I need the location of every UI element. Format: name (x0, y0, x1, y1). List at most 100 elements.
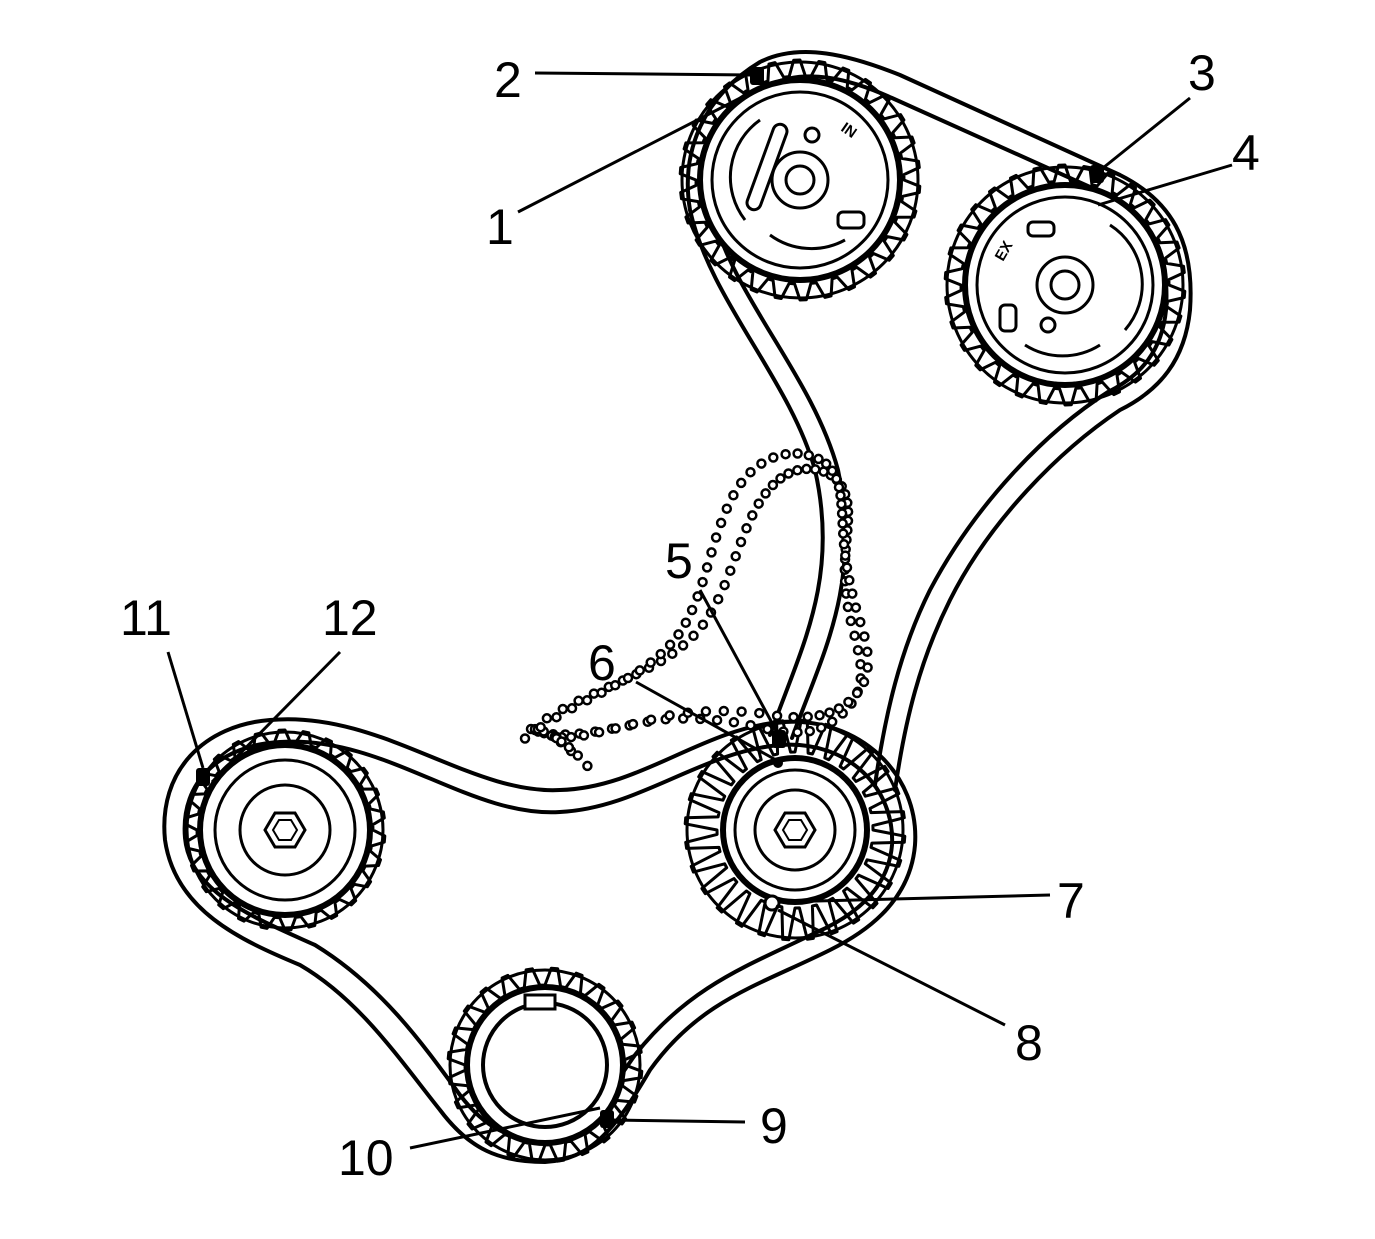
chain-link-pin (849, 630, 860, 641)
chain-link-pin (852, 644, 864, 656)
chain-link-pin (837, 518, 848, 529)
chain-link-pin (824, 707, 835, 718)
chain-link-pin (721, 503, 733, 514)
chain-link-pin (850, 602, 862, 613)
chain-link-pin (572, 750, 584, 761)
chain-link-pin (815, 722, 827, 733)
chain-link-pin (673, 629, 684, 640)
chain-link-pin (804, 725, 816, 737)
callout-2: 2 (494, 52, 522, 108)
chain-link-pin (715, 517, 727, 529)
chain-link-pin (858, 676, 870, 688)
chain-link-pin (582, 760, 593, 772)
leader-8 (777, 908, 1006, 1027)
chain-link-pin (792, 448, 803, 459)
leader-2 (534, 71, 753, 77)
chain-link-pin (833, 481, 845, 493)
leader-5 (698, 589, 780, 735)
leader-10 (409, 1106, 601, 1150)
chain-link-pin (680, 617, 692, 628)
chain-link-pin (645, 714, 657, 725)
chain-link-pin (826, 465, 838, 477)
primary-chain-inner (182, 739, 895, 1142)
chain-link-pin (762, 723, 773, 735)
chain-link-pin (573, 695, 584, 707)
chain-link-pin (768, 452, 779, 463)
chain-link-pin (610, 723, 621, 734)
chain-link-pin (813, 453, 824, 465)
callout-10: 10 (338, 1130, 394, 1186)
chain-link-pin (836, 498, 847, 510)
chain-link-pin (655, 648, 666, 660)
chain-link-pin (697, 619, 709, 630)
chain-link-pin (667, 648, 678, 659)
exhaust-sprocket-teeth (943, 163, 1187, 407)
chain-link-pin (725, 565, 736, 576)
chain-link-pin (677, 640, 689, 651)
chain-link-pin (712, 593, 724, 605)
chain-link-pin (767, 479, 779, 491)
chain-link-pin (622, 672, 634, 684)
chain-link-pin (736, 706, 747, 717)
balance-sprocket-teeth (183, 728, 387, 932)
chain-link-pin (728, 490, 739, 501)
timing-mark-11 (196, 768, 210, 786)
chain-link-pin (788, 711, 799, 723)
leader-9 (611, 1118, 746, 1124)
chain-link-pin (701, 562, 713, 573)
chain-link-pin (596, 687, 607, 698)
chain-link-pin (760, 488, 771, 499)
chain-link-pin (845, 615, 857, 627)
crankshaft-sprocket (448, 968, 642, 1162)
callout-5: 5 (665, 533, 693, 589)
chain-link-pin (775, 473, 786, 484)
chain-link-pin (859, 631, 870, 642)
chain-link-pin (688, 630, 699, 642)
leader-3 (1097, 96, 1191, 174)
primary-chain-outer (162, 717, 918, 1164)
chain-link-pin (593, 727, 605, 738)
chain-links-and-teeth (183, 58, 1187, 1164)
chain-link-pin (780, 448, 791, 460)
callout-8: 8 (1015, 1015, 1043, 1071)
chain-link-pin (735, 477, 747, 489)
chain-link-pin (847, 588, 858, 599)
chain-link-pin (747, 510, 758, 521)
callout-labels: 1 2 3 4 5 6 7 8 9 10 11 12 (120, 45, 1260, 1186)
chain-link-pin (535, 721, 546, 733)
leader-6 (635, 680, 777, 762)
chain-link-pin (711, 714, 723, 726)
chain-link-pin (566, 703, 578, 714)
chain-link-pin (664, 639, 676, 651)
chain-link-pin (634, 665, 646, 676)
chain-link-pin (710, 532, 722, 543)
chain-link-pin (753, 498, 764, 509)
chain-link-pin (862, 662, 873, 673)
chain-link-pin (645, 657, 656, 668)
chain-link-pin (831, 473, 842, 485)
chain-link-pin (851, 687, 863, 699)
chain-link-pin (730, 551, 741, 562)
chain-link-pin (835, 490, 846, 501)
chain-link-pin (840, 550, 851, 561)
chain-link-pin (563, 742, 575, 753)
callout-3: 3 (1188, 45, 1216, 101)
chain-link-pin (664, 710, 675, 721)
chain-link-pin (578, 730, 590, 741)
chain-link-pin (838, 539, 850, 550)
chain-link-pin (735, 536, 747, 548)
chain-link-pin (833, 703, 845, 714)
chain-link-pin (718, 705, 730, 717)
timing-mark-9 (600, 1110, 614, 1128)
callout-4: 4 (1232, 125, 1260, 181)
chain-link-pin (836, 508, 848, 519)
chain-link-pin (802, 711, 813, 723)
chain-link-pin (844, 575, 855, 586)
chain-link-pin (783, 468, 794, 479)
primary-chain (162, 717, 918, 1164)
chain-link-pin (820, 458, 832, 470)
chain-link-pin (837, 528, 849, 539)
callout-7: 7 (1057, 873, 1085, 929)
